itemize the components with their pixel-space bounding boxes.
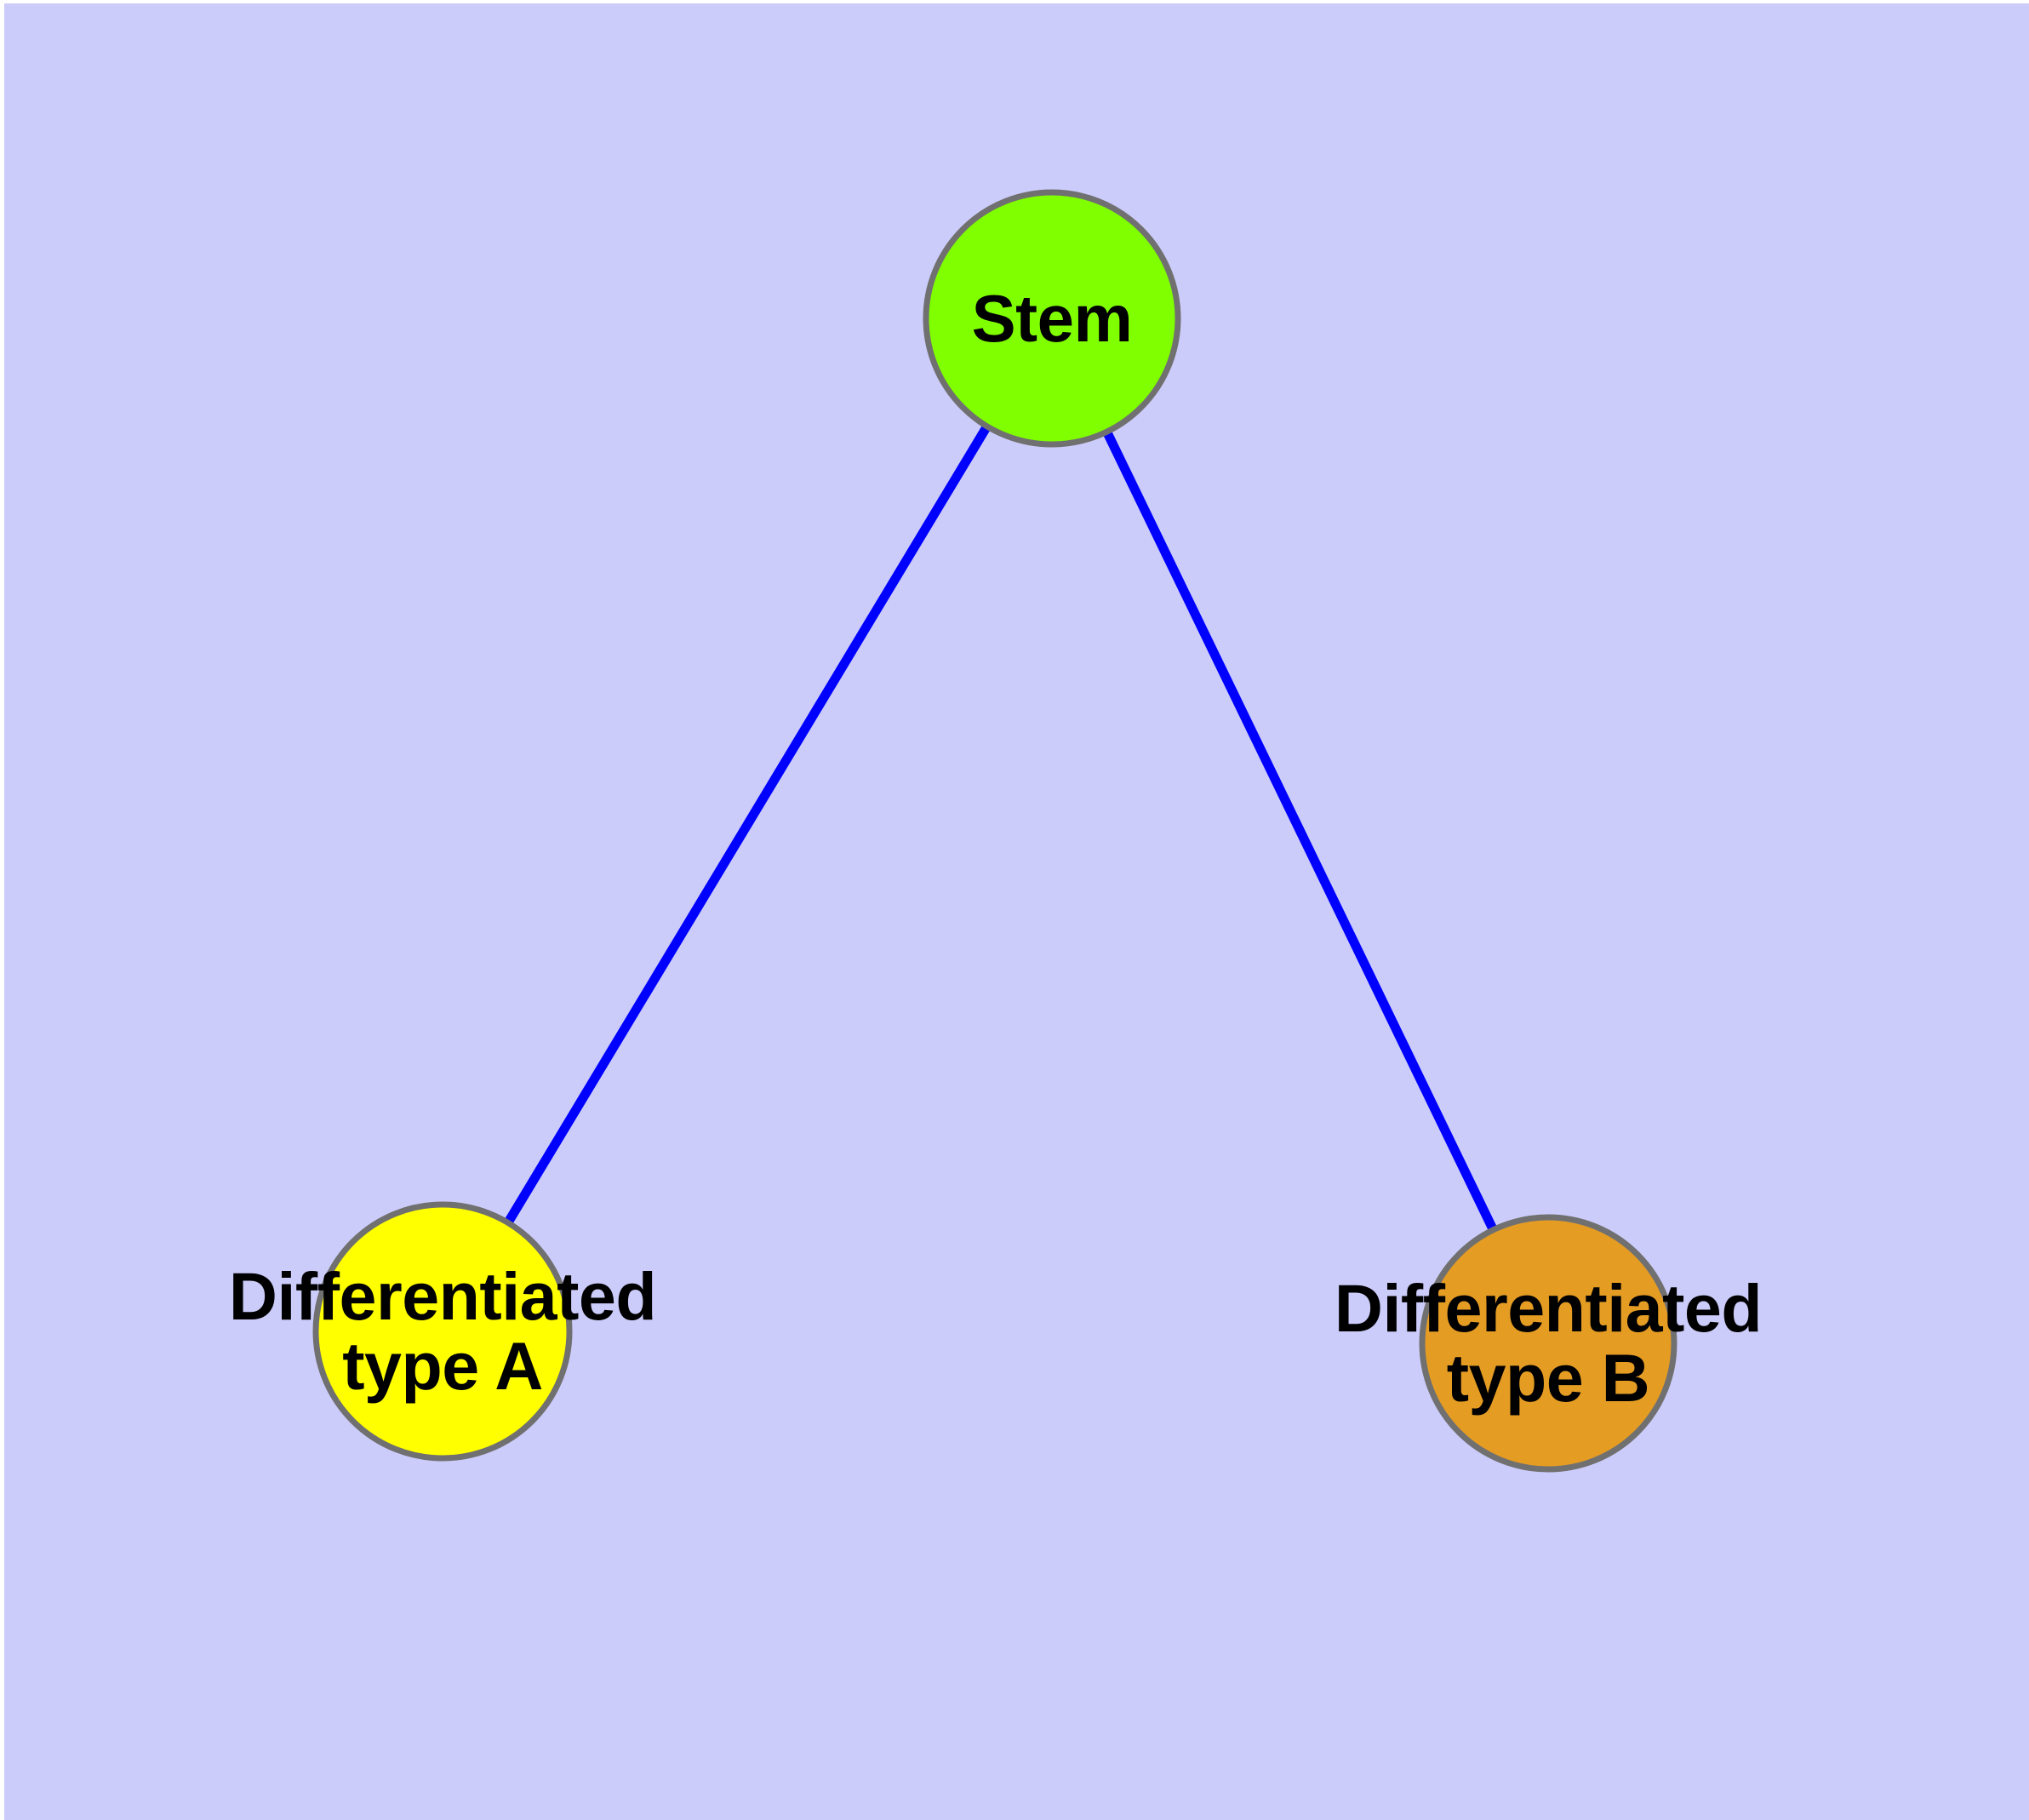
graph-edge bbox=[502, 421, 993, 1228]
edges-layer bbox=[502, 421, 1500, 1235]
graph-edge bbox=[1100, 426, 1500, 1235]
graph-node-diff_a[interactable] bbox=[312, 1201, 573, 1462]
graph-node-stem[interactable] bbox=[923, 189, 1181, 448]
graph-node-diff_b[interactable] bbox=[1419, 1214, 1677, 1473]
nodes-layer bbox=[312, 189, 1677, 1473]
